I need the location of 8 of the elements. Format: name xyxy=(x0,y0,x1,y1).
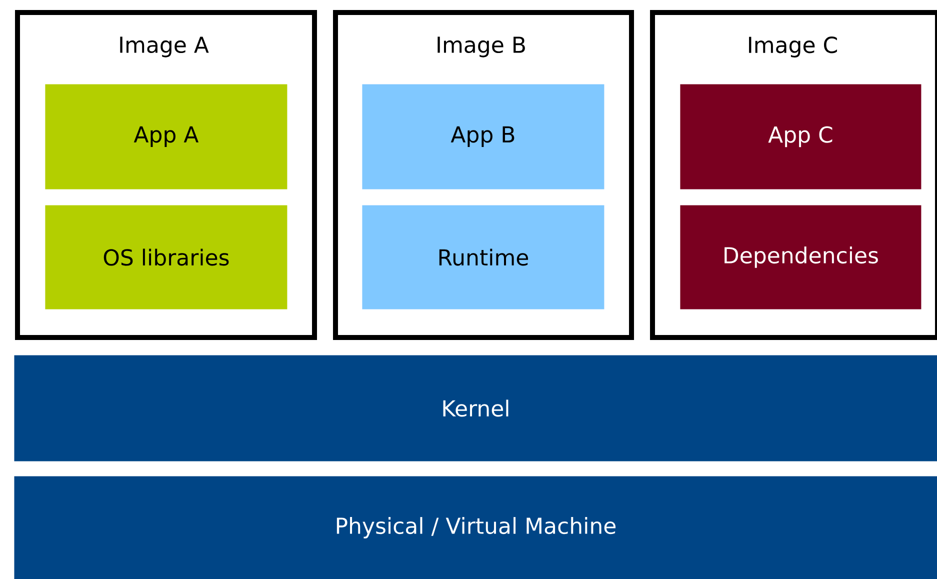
component-box: App C xyxy=(680,84,922,190)
component-box: Dependencies xyxy=(680,205,922,310)
component-box: Runtime xyxy=(362,205,604,310)
component-box: OS libraries xyxy=(45,205,288,310)
layer-band: Kernel xyxy=(14,355,937,462)
component-box: App A xyxy=(45,84,288,190)
component-box: App B xyxy=(362,84,604,190)
layer-band: Physical / Virtual Machine xyxy=(14,476,937,579)
